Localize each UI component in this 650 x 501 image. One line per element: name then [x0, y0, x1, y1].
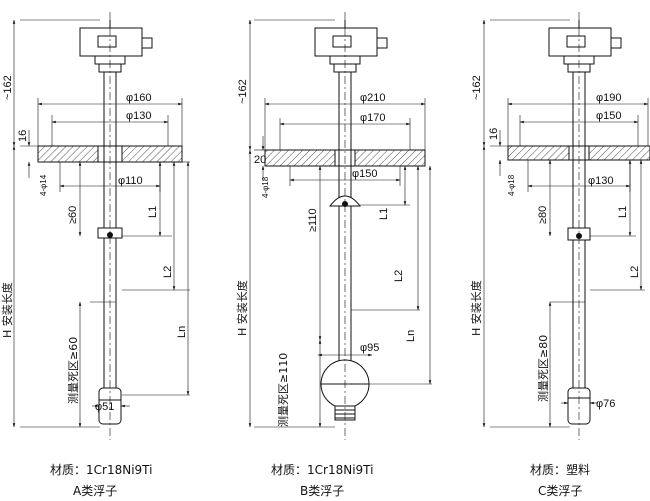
- a-dim-l1: L1: [147, 206, 159, 218]
- junction-box-label: [97, 35, 117, 48]
- caption-c-type: C类浮子: [538, 484, 583, 498]
- b-dim-holes: 4-φ18: [261, 176, 270, 198]
- caption-b-material: 材质：1Cr18Ni9Ti: [271, 463, 374, 477]
- b-dim-min-top: ≥110: [307, 208, 319, 232]
- cable-gland: [376, 37, 388, 49]
- figure-a: [12, 12, 190, 440]
- figure-b: [248, 12, 432, 440]
- a-dim-inner: φ110: [118, 175, 143, 187]
- figure-a-labels: ~162 φ160 φ130 16 4-φ14 φ110 ≥60 L1 L2 L…: [0, 75, 188, 413]
- c-dim-top: ~162: [471, 75, 483, 100]
- figure-c: [482, 12, 650, 440]
- b-dim-l2: L2: [393, 270, 405, 282]
- figure-c-labels: ~162 φ190 φ150 16 4-φ18 φ130 ≥80 L1 L2 H…: [469, 75, 641, 410]
- c-dim-flange-thick: 16: [488, 128, 500, 140]
- cable-gland: [610, 37, 622, 49]
- a-dim-bolt-circle: φ130: [126, 110, 152, 122]
- a-dim-top: ~162: [2, 75, 14, 100]
- cable-gland: [141, 37, 153, 49]
- c-dim-inner: φ130: [588, 175, 614, 187]
- caption-a-material: 材质：1Cr18Ni9Ti: [50, 463, 153, 477]
- b-dim-bolt-circle: φ170: [360, 112, 386, 124]
- flange-right: [354, 149, 426, 167]
- c-dim-l2: L2: [629, 266, 641, 278]
- flange-right: [588, 145, 650, 161]
- junction-box-label: [332, 35, 352, 48]
- flange-left: [37, 145, 99, 163]
- b-dim-inner: φ150: [352, 168, 378, 180]
- flange-right: [121, 145, 183, 163]
- b-dim-l1: L1: [378, 208, 390, 220]
- a-dim-install: H 安装长度: [0, 282, 14, 338]
- c-dim-dead-zone: 测量死区≥80: [537, 335, 550, 402]
- a-dim-holes: 4-φ14: [39, 174, 48, 196]
- c-dim-float-dia: φ76: [596, 398, 615, 410]
- junction-box-label: [566, 35, 586, 48]
- caption-c-material: 材质：塑料: [530, 463, 591, 477]
- c-dim-install: H 安装长度: [469, 280, 483, 336]
- flange-left: [264, 149, 336, 167]
- caption-a-type: A类浮子: [73, 484, 118, 498]
- c-dim-min-top: ≥80: [537, 206, 549, 224]
- a-dim-flange-thick: 16: [17, 130, 29, 142]
- c-dim-l1: L1: [617, 206, 629, 218]
- flange-left: [507, 145, 570, 161]
- b-dim-dead-zone: 测量死区≥110: [277, 353, 290, 427]
- c-dim-flange-outer: φ190: [596, 92, 622, 104]
- a-dim-ln: Ln: [176, 326, 188, 338]
- a-dim-float-dia: φ51: [95, 401, 114, 413]
- b-dim-ln: Ln: [405, 330, 417, 342]
- c-dim-bolt-circle: φ150: [596, 110, 622, 122]
- a-dim-dead-zone: 测量死区≥60: [67, 337, 80, 404]
- b-dim-flange-outer: φ210: [360, 92, 386, 104]
- figure-b-labels: ~162 φ210 φ170 20 4-φ18 φ150 ≥110 L1 L2 …: [235, 79, 417, 427]
- a-dim-flange-outer: φ160: [126, 92, 152, 104]
- b-dim-float-dia: φ95: [360, 342, 379, 354]
- a-dim-min-top: ≥60: [67, 206, 79, 224]
- b-dim-flange-thick: 20: [254, 154, 266, 166]
- a-dim-l2: L2: [162, 266, 174, 278]
- b-dim-install: H 安装长度: [235, 280, 249, 336]
- b-dim-top: ~162: [237, 79, 249, 104]
- c-dim-holes: 4-φ18: [507, 174, 516, 196]
- caption-b-type: B类浮子: [300, 484, 345, 498]
